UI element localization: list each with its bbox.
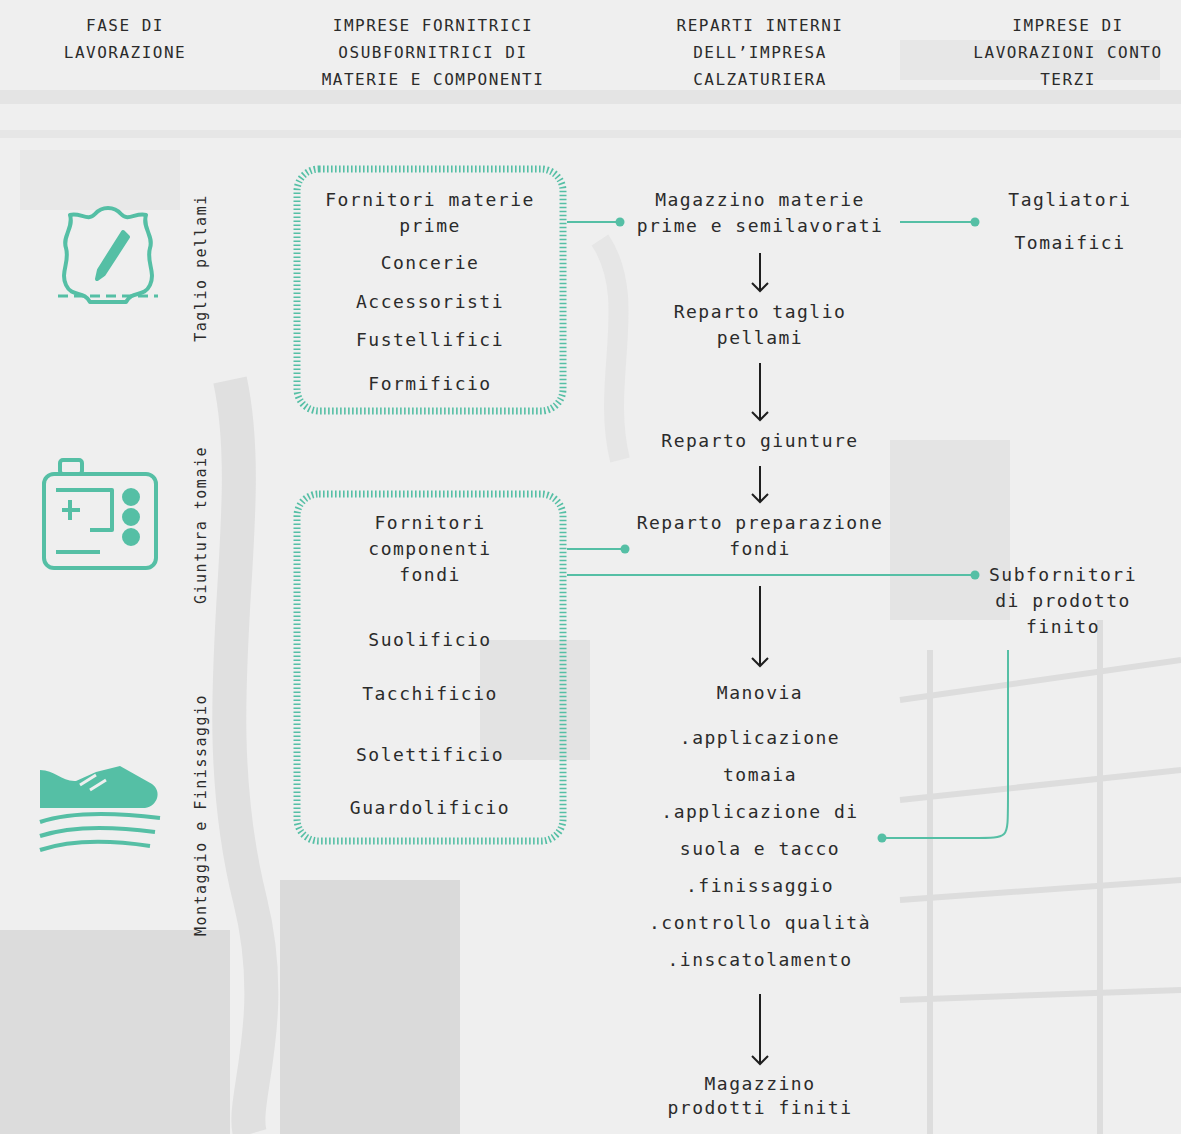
phase-label: Taglio pellami [191, 194, 211, 341]
node-title: Magazzino materie prime e semilavorati [624, 187, 896, 239]
node-title: Manovia [642, 674, 878, 711]
air-duct [229, 380, 261, 1134]
supply-link [900, 221, 975, 223]
node-item: Tomaifici [979, 230, 1161, 256]
connector-dot [971, 218, 980, 227]
machine [0, 930, 230, 1134]
node-item: Solettificio [309, 742, 551, 768]
warehouse-step: Magazzino materie prime e semilavorati [620, 183, 900, 243]
node-title: Magazzino prodotti finiti [660, 1072, 860, 1120]
contractor-list: Subfornitori di prodotto finito [975, 558, 1151, 644]
machine [280, 880, 460, 1134]
node-item: Suolificio [309, 627, 551, 653]
supplier-group-box: Fornitori materie primeConcerieAccessori… [293, 165, 567, 415]
connector-dot [878, 834, 887, 843]
process-step: Reparto giunture [645, 424, 875, 458]
flow-arrow [759, 994, 761, 1064]
flow-arrow [759, 363, 761, 420]
supplier-group-box: Fornitori componenti fondiSuolificioTacc… [293, 490, 567, 845]
flow-arrow [759, 586, 761, 666]
node-item: .applicazione tomaia [642, 719, 878, 793]
column-header: FASE DI LAVORAZIONE [50, 12, 200, 66]
conveyor-shelves [900, 620, 1181, 1134]
assembly-line-step: Manovia .applicazione tomaia.applicazione… [638, 670, 882, 982]
connector-dot [621, 545, 630, 554]
node-title: Fornitori materie prime [309, 187, 551, 239]
air-duct [600, 240, 620, 460]
ceiling-beam [0, 90, 1181, 104]
node-item: .controllo qualità [642, 904, 878, 941]
phase-label: Giuntura tomaie [191, 446, 211, 604]
warehouse-step: Magazzino prodotti finiti [656, 1068, 864, 1124]
node-item: .inscatolamento [642, 941, 878, 978]
supply-link [882, 650, 1008, 838]
contractor-list: TagliatoriTomaifici [975, 183, 1165, 260]
node-title: Fornitori componenti fondi [355, 510, 505, 588]
supply-link [567, 221, 620, 223]
process-step: Reparto taglio pellami [660, 295, 860, 355]
node-title: Tagliatori [979, 187, 1161, 213]
node-item: Concerie [309, 250, 551, 276]
node-title: Reparto preparazione fondi [629, 510, 891, 562]
column-header: IMPRESE DI LAVORAZIONI CONTO TERZI [968, 12, 1168, 93]
flow-arrow [759, 466, 761, 502]
node-item: Guardolificio [309, 795, 551, 821]
supply-link [567, 548, 625, 550]
window [20, 150, 180, 210]
node-item: Formificio [309, 371, 551, 397]
sewing-machine-icon [44, 460, 156, 568]
node-title: Subfornitori di prodotto finito [979, 562, 1147, 640]
dotted-border [297, 494, 563, 841]
node-title: Reparto giunture [649, 428, 871, 454]
node-item: .finissaggio [642, 867, 878, 904]
shoe-icon [40, 766, 160, 850]
connector-dot [971, 571, 980, 580]
ceiling-beam [0, 130, 1181, 138]
connector-dot [616, 218, 625, 227]
column-header: IMPRESE FORNITRICI OSUBFORNITRICI DI MAT… [308, 12, 558, 93]
flow-arrow [759, 253, 761, 291]
leather-hide-icon [58, 208, 158, 302]
supply-link [567, 574, 975, 576]
node-item: Fustellifici [309, 327, 551, 353]
node-title: Reparto taglio pellami [664, 299, 856, 351]
phase-label: Montaggio e Finissaggio [191, 694, 211, 936]
process-step: Reparto preparazione fondi [625, 506, 895, 566]
node-item: Tacchificio [309, 681, 551, 707]
dotted-border [297, 169, 563, 411]
column-header: REPARTI INTERNI DELL’IMPRESA CALZATURIER… [660, 12, 860, 93]
node-item: .applicazione di suola e tacco [642, 793, 878, 867]
node-item: Accessoristi [309, 289, 551, 315]
machine [890, 440, 1010, 620]
